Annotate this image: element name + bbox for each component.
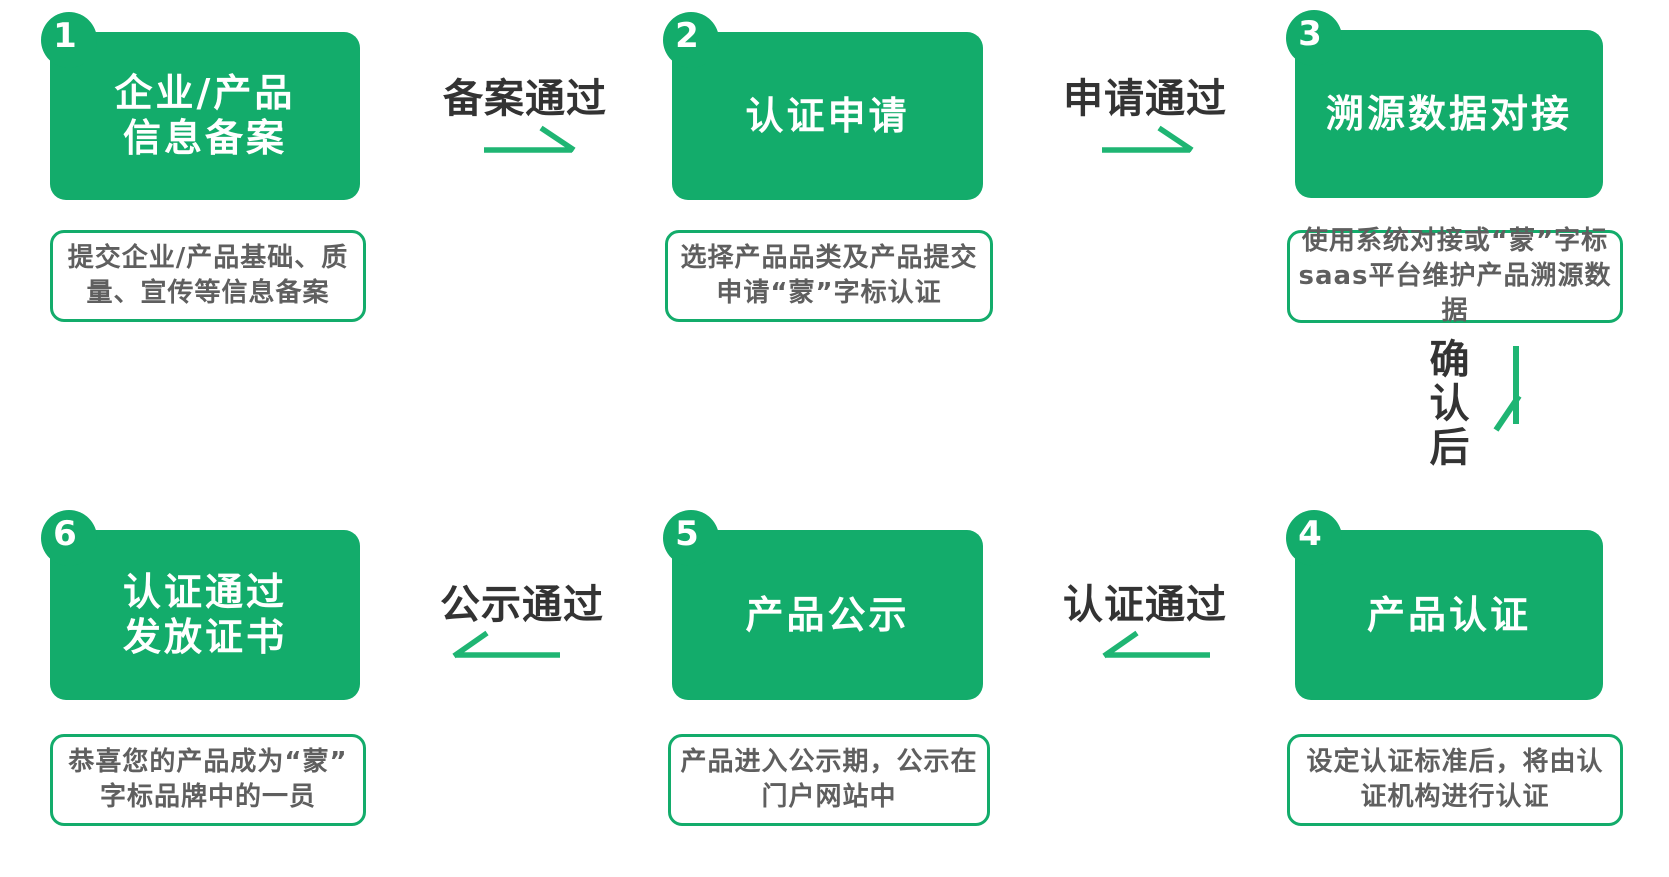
step-box-3-traceability-data-connection: 溯源数据对接: [1295, 30, 1603, 198]
step-number-badge-3: 3: [1286, 10, 1342, 66]
connector-label-certification-passed: 认证通过: [1063, 582, 1227, 628]
arrow-left-icon: [1102, 630, 1210, 659]
step-number-4: 4: [1298, 514, 1322, 554]
step-description-6: 恭喜您的产品成为“蒙” 字标品牌中的一员: [68, 746, 348, 812]
connector-label-application-passed: 申请通过: [1063, 76, 1227, 122]
step-description-box-2: 选择产品品类及产品提交 申请“蒙”字标认证: [665, 230, 993, 322]
step-description-5: 产品进入公示期，公示在 门户网站中: [680, 746, 978, 812]
step-number-6: 6: [53, 514, 77, 554]
connector-label-after-confirmation: 确 认 后: [1429, 337, 1471, 471]
step-number-badge-5: 5: [663, 510, 719, 566]
step-number-badge-4: 4: [1286, 510, 1342, 566]
step-description-box-6: 恭喜您的产品成为“蒙” 字标品牌中的一员: [50, 734, 366, 826]
step-title-2: 认证申请: [745, 93, 910, 138]
connector-label-filing-passed: 备案通过: [443, 76, 607, 122]
arrow-left-icon: [452, 630, 560, 659]
arrow-down-icon: [1493, 346, 1522, 432]
step-box-2-certification-application: 认证申请: [672, 32, 983, 200]
arrow-right-icon: [484, 125, 576, 153]
arrow-right-icon: [1102, 125, 1194, 153]
connector-label-publicity-passed: 公示通过: [440, 582, 604, 628]
step-box-5-product-publicity: 产品公示: [672, 530, 983, 700]
step-number-3: 3: [1298, 14, 1322, 54]
step-description-1: 提交企业/产品基础、质 量、宣传等信息备案: [67, 242, 349, 308]
step-box-1-enterprise-product-filing: 企业/产品 信息备案: [50, 32, 360, 200]
step-description-box-1: 提交企业/产品基础、质 量、宣传等信息备案: [50, 230, 366, 322]
step-title-3: 溯源数据对接: [1325, 91, 1572, 136]
step-title-5: 产品公示: [745, 592, 910, 637]
step-number-badge-6: 6: [41, 510, 97, 566]
step-description-box-4: 设定认证标准后，将由认 证机构进行认证: [1287, 734, 1623, 826]
step-description-box-5: 产品进入公示期，公示在 门户网站中: [668, 734, 990, 826]
step-title-6: 认证通过 发放证书: [122, 570, 287, 659]
step-number-badge-1: 1: [41, 12, 97, 68]
step-description-2: 选择产品品类及产品提交 申请“蒙”字标认证: [680, 242, 978, 308]
step-description-3: 使用系统对接或“蒙”字标 saas平台维护产品溯源数据: [1298, 225, 1612, 327]
step-box-6-certificate-issued: 认证通过 发放证书: [50, 530, 360, 700]
step-description-4: 设定认证标准后，将由认 证机构进行认证: [1306, 746, 1604, 812]
step-description-box-3: 使用系统对接或“蒙”字标 saas平台维护产品溯源数据: [1287, 226, 1623, 326]
step-number-1: 1: [53, 16, 77, 56]
step-number-2: 2: [675, 16, 699, 56]
step-title-1: 企业/产品 信息备案: [114, 71, 296, 160]
step-box-4-product-certification: 产品认证: [1295, 530, 1603, 700]
step-number-5: 5: [675, 514, 699, 554]
step-title-4: 产品认证: [1366, 592, 1531, 637]
step-number-badge-2: 2: [663, 12, 719, 68]
